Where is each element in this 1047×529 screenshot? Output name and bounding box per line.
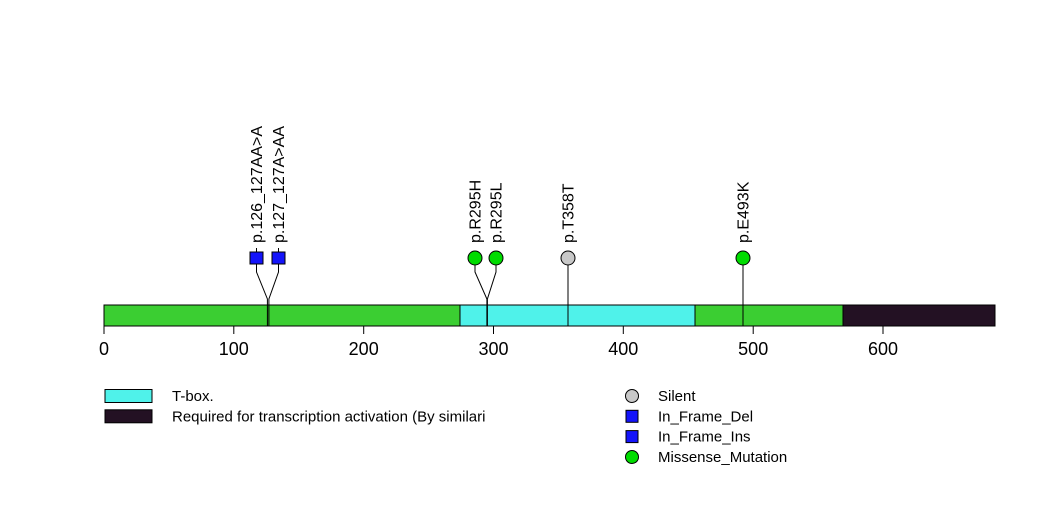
mutation-type-legend: Silent In_Frame_Del In_Frame_Ins Missens… [625,388,787,466]
axis-tick-label: 100 [219,339,249,359]
x-axis: 0 100 200 300 400 500 600 [99,326,898,359]
mutation-marker-circle [488,250,504,266]
domain-tbox-segment [459,304,696,327]
legend-label-tbox: T-box. [172,388,214,405]
legend-swatch-tbox [104,389,153,403]
mutation-label: p.127_127A>AA [271,126,288,243]
axis-tick-label: 500 [738,339,768,359]
mutation-marker-circle [467,250,483,266]
mutation-label: p.T358T [561,183,578,243]
domain-legend: T-box. Required for transcription activa… [104,388,485,426]
axis-tick-label: 400 [608,339,638,359]
mutation-label: p.R295H [468,180,485,243]
legend-label-missense: Missense_Mutation [658,449,787,466]
mutation-label: p.R295L [489,182,506,243]
mutation-marker-circle [560,250,576,266]
legend-label-silent: Silent [658,388,696,405]
legend-swatch-activation [104,409,153,424]
mutation-marker-square [271,251,286,265]
mutation-marker-circle [735,250,751,266]
legend-marker-missense [625,450,639,464]
axis-tick-label: 0 [99,339,109,359]
legend-marker-inframe-ins [625,430,639,444]
legend-label-inframe-del: In_Frame_Del [658,408,753,425]
legend-label-inframe-ins: In_Frame_Ins [658,429,751,446]
protein-bar [103,304,996,327]
legend-label-activation: Required for transcription activation (B… [172,409,485,426]
mutation-label: p.E493K [736,181,753,243]
legend-marker-inframe-del [625,409,639,423]
mutation-labels: p.126_127AA>A p.127_127A>AA p.R295H p.R2… [249,126,753,243]
mutation-label: p.126_127AA>A [249,126,266,243]
mutation-markers [249,250,751,266]
mutation-marker-square [249,251,264,265]
legend-marker-silent [625,389,639,403]
domain-activation-segment [842,304,996,327]
axis-tick-label: 300 [478,339,508,359]
axis-tick-label: 200 [349,339,379,359]
axis-tick-label: 600 [868,339,898,359]
